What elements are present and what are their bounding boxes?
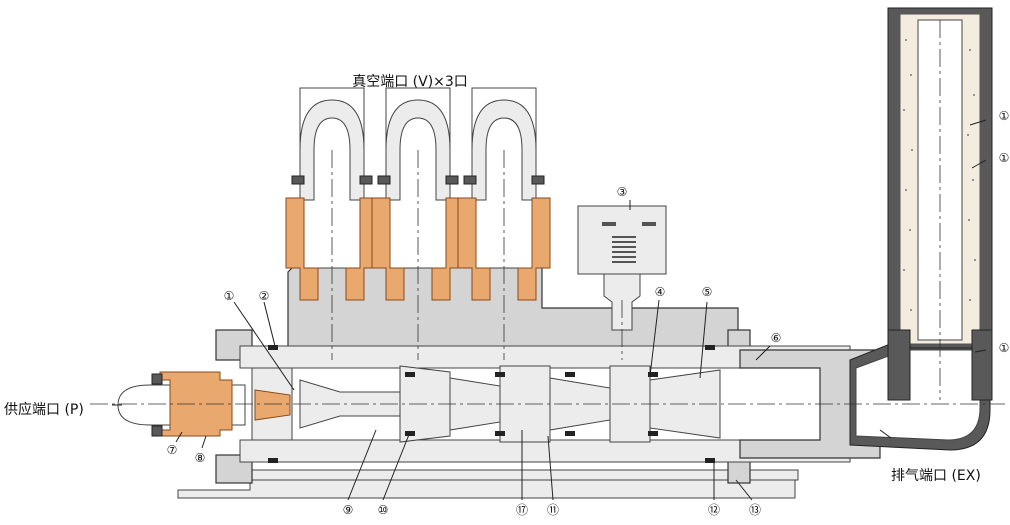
part-number: ① xyxy=(999,109,1010,123)
o-rings xyxy=(268,345,715,463)
exhaust-elbow xyxy=(849,339,991,451)
supply-fitting xyxy=(117,371,291,437)
exhaust-port-label: 排气端口 (EX) xyxy=(891,468,981,484)
part-number: ② xyxy=(259,289,270,303)
part-number: ⑬ xyxy=(749,503,761,517)
part-number: ⑪ xyxy=(547,503,559,517)
part-number: ⑫ xyxy=(708,503,720,517)
part-number: ① xyxy=(999,151,1010,165)
part-number: ⑤ xyxy=(702,285,713,299)
part-number: ⑧ xyxy=(195,451,206,465)
leader-lines xyxy=(112,119,987,501)
part-number: ④ xyxy=(655,285,666,299)
part-number: ⑥ xyxy=(771,331,782,345)
part-number: ① xyxy=(999,341,1010,355)
part-number: ① xyxy=(224,289,235,303)
vacuum-port-label: 真空端口 (V)×3口 xyxy=(352,74,468,90)
supply-port-label: 供应端口 (P) xyxy=(4,401,84,418)
part-number: ⑨ xyxy=(343,503,354,517)
part-number: ⑦ xyxy=(167,443,178,457)
mounting-bracket xyxy=(177,469,799,499)
part-callouts: ① ② ③ ④ ⑤ ⑥ ⑦ ⑧ ⑨ ⑩ ⑰ ⑪ ⑫ ⑬ ① ① ① xyxy=(167,109,1010,517)
pressure-gauge xyxy=(577,205,667,331)
part-number: ⑰ xyxy=(516,503,528,517)
part-number: ③ xyxy=(617,185,628,199)
part-number: ⑩ xyxy=(378,503,389,517)
